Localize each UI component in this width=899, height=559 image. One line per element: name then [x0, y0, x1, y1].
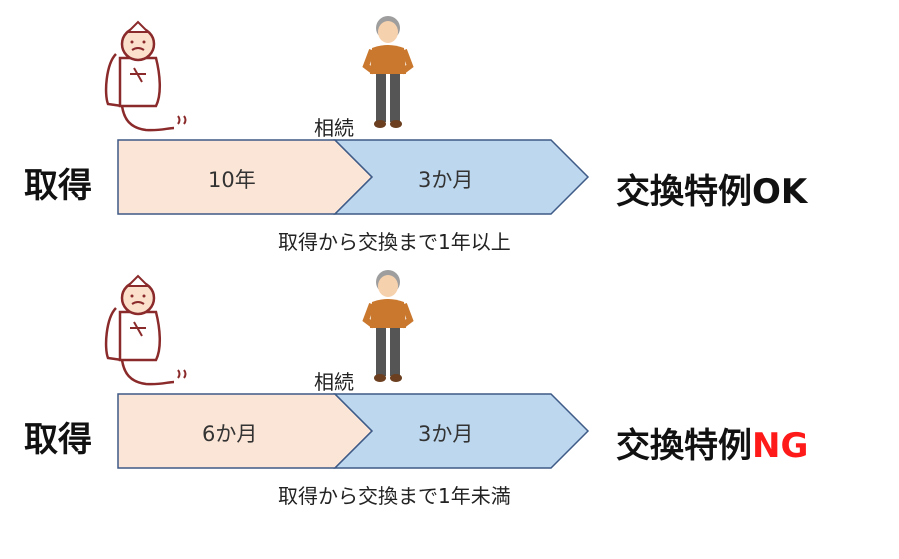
segment-after-inheritance — [333, 393, 590, 469]
result-status-ok: OK — [752, 172, 808, 212]
acquisition-label: 取得 — [24, 166, 92, 206]
period-caption: 取得から交換まで1年未満 — [278, 484, 511, 508]
period-caption: 取得から交換まで1年以上 — [278, 230, 511, 254]
result-label: 交換特例NG — [616, 418, 808, 467]
inheritance-label: 相続 — [314, 116, 354, 140]
segment1-duration: 6か月 — [202, 422, 258, 446]
ghost-ancestor-icon — [104, 274, 187, 386]
ghost-ancestor-icon — [104, 20, 187, 132]
result-status-ng: NG — [752, 426, 809, 466]
segment-after-inheritance — [333, 139, 590, 215]
segment2-duration: 3か月 — [418, 422, 474, 446]
segment1-duration: 10年 — [208, 168, 256, 192]
result-prefix: 交換特例 — [616, 426, 752, 466]
heir-man-icon — [366, 16, 410, 128]
result-label: 交換特例OK — [616, 164, 807, 213]
heir-man-icon — [366, 270, 410, 382]
segment2-duration: 3か月 — [418, 168, 474, 192]
row-2-timeline — [104, 270, 590, 469]
acquisition-label: 取得 — [24, 420, 92, 460]
row-1-timeline — [104, 16, 590, 215]
result-prefix: 交換特例 — [616, 172, 752, 212]
inheritance-label: 相続 — [314, 370, 354, 394]
